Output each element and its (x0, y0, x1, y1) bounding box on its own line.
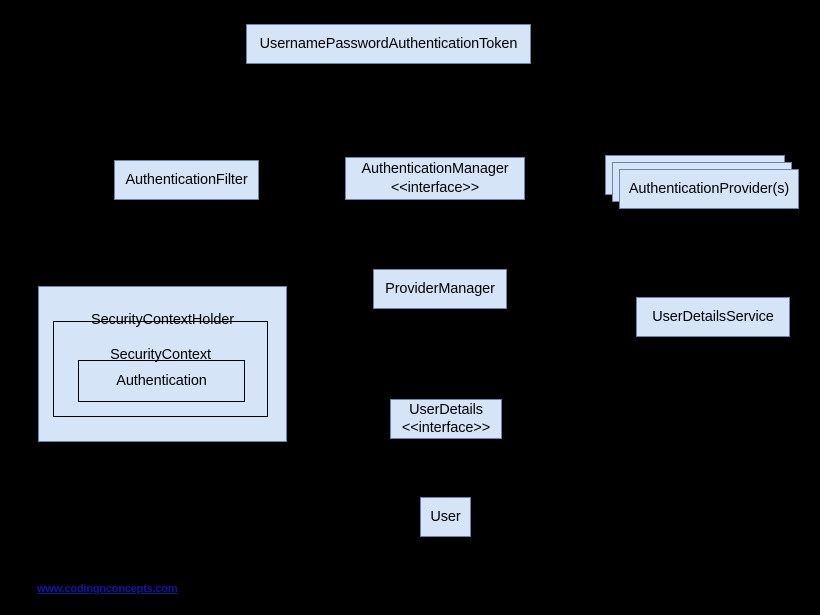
node-authentication-providers-stack[interactable]: AuthenticationProvider(s) (605, 155, 805, 211)
node-user[interactable]: User (420, 497, 471, 537)
node-security-context-holder[interactable]: SecurityContextHolder SecurityContext Au… (38, 286, 287, 442)
node-authentication-providers-label: AuthenticationProvider(s) (619, 169, 799, 209)
site-link[interactable]: www.codingnconcepts.com (37, 583, 178, 595)
node-user-details[interactable]: UserDetails <<interface>> (390, 399, 502, 439)
node-security-context[interactable]: SecurityContext Authentication (53, 321, 268, 417)
node-authentication-manager[interactable]: AuthenticationManager <<interface>> (345, 157, 525, 200)
node-user-details-service[interactable]: UserDetailsService (636, 297, 790, 337)
node-authentication-filter[interactable]: AuthenticationFilter (114, 160, 259, 200)
node-username-password-authentication-token[interactable]: UsernamePasswordAuthenticationToken (246, 24, 531, 64)
security-context-label: SecurityContext (110, 347, 211, 364)
node-authentication[interactable]: Authentication (78, 360, 245, 402)
node-provider-manager[interactable]: ProviderManager (373, 269, 507, 309)
security-context-holder-label: SecurityContextHolder (91, 312, 234, 329)
